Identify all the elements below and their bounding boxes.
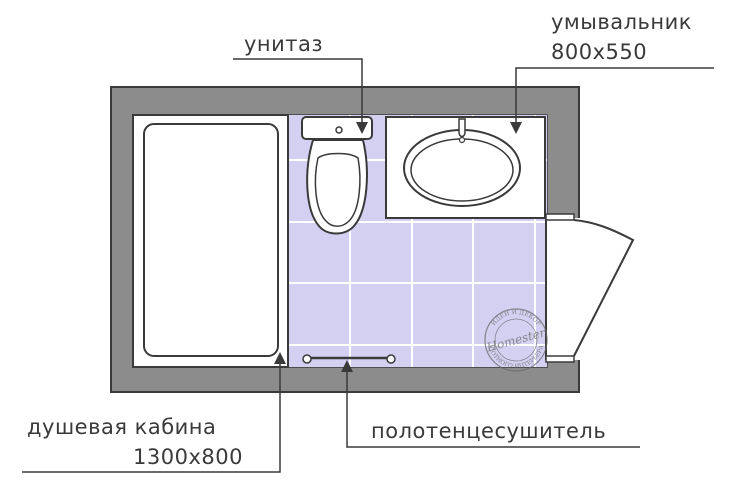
door [545, 213, 635, 363]
faucet-icon [458, 118, 466, 138]
sink-size-label: 800x550 [551, 40, 647, 64]
towel-rail [302, 354, 396, 364]
toilet [301, 116, 373, 235]
sink-leader [510, 67, 714, 134]
towel-rail-leader [341, 360, 640, 448]
washbasin [385, 116, 546, 219]
shower-label: душевая кабина [27, 415, 216, 439]
towel-rail-label: полотенцесушитель [371, 419, 606, 443]
toilet-leader [233, 58, 368, 134]
flush-button-icon [335, 126, 343, 134]
shower-size-label: 1300x800 [133, 445, 243, 469]
shower-cabin [132, 114, 289, 368]
annotation-leaders [22, 58, 714, 473]
shower-leader [22, 352, 286, 473]
toilet-label: унитаз [244, 32, 323, 56]
sink-label: умывальник [551, 10, 692, 34]
